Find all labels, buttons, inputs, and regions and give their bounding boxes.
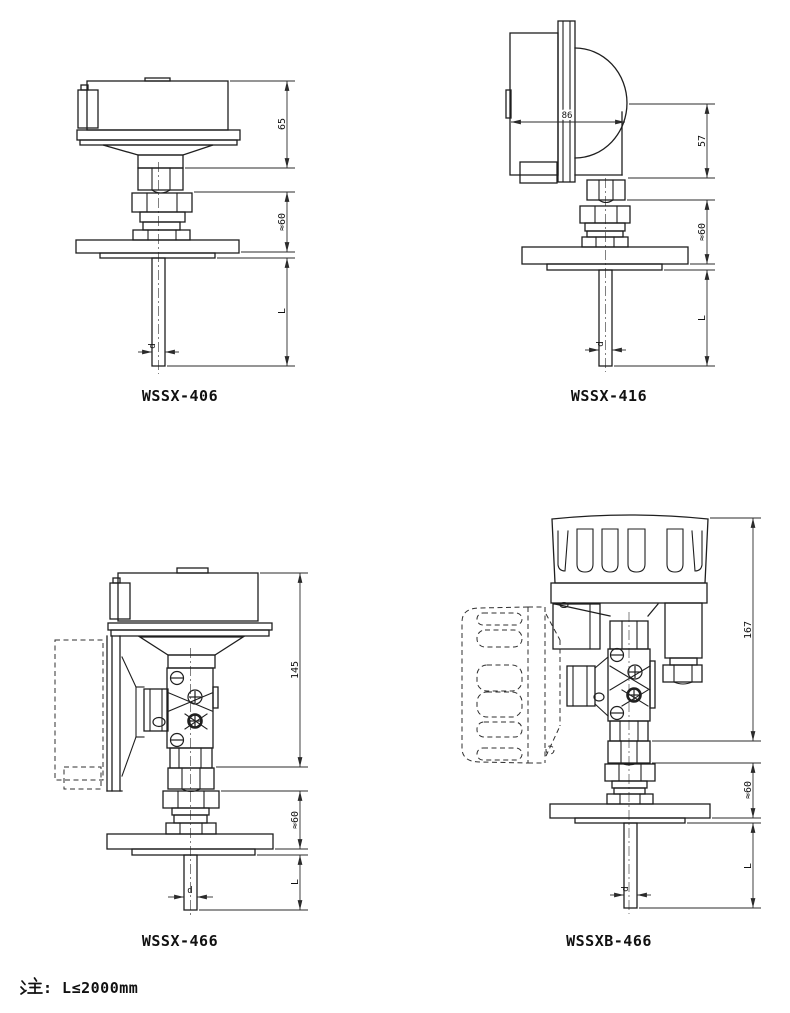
dial-head-side-view: [505, 20, 628, 184]
hex-nut-upper: [586, 179, 626, 201]
mounting-plate: [557, 20, 576, 183]
head-flange: [107, 622, 273, 631]
knurled-cap: [551, 514, 709, 584]
thermowell-flange: [521, 246, 689, 271]
union-nut: [579, 205, 631, 224]
union-nut: [131, 192, 193, 213]
dim-label-d: d: [148, 343, 158, 348]
swivel-joint: [121, 656, 219, 777]
dimensions: 86 57 ≈60 L d: [511, 103, 715, 367]
rotated-dial-hidden-view: [54, 635, 123, 792]
union-fitting: [604, 720, 656, 805]
probe-stem: [598, 269, 613, 367]
head-flange: [76, 129, 241, 141]
model-caption-wssx-406: WSSX-406: [142, 387, 218, 405]
dim-label-86: 86: [562, 111, 573, 121]
lock-nut: [132, 229, 191, 241]
drawing-wssx-406: 65 ≈60 L d WSSX-406: [75, 77, 295, 405]
threaded-neck: [169, 747, 213, 769]
drawing-wssxb-466: 167 ≈60 L d WSSXB-466: [461, 514, 761, 950]
dim-label-167: 167: [743, 621, 754, 639]
dimensions: 167 ≈60 L d: [610, 517, 761, 909]
hidden-terminal-block: [63, 766, 102, 790]
note-text: : L≤2000mm: [43, 979, 138, 997]
side-hex-fitting: [143, 688, 169, 732]
dial-dome: [574, 47, 628, 159]
probe-stem: [183, 854, 198, 911]
thermowell-flange: [549, 803, 711, 824]
model-caption-wssxb-466: WSSXB-466: [566, 932, 652, 950]
union-fitting: [579, 179, 631, 248]
lock-nut: [165, 822, 217, 835]
lock-nut: [606, 793, 654, 805]
dim-label-65: 65: [277, 118, 288, 130]
model-caption-wssx-416: WSSX-416: [571, 387, 647, 405]
rotated-cap-hidden-view: [461, 606, 561, 764]
conduit-hex-nut: [662, 664, 703, 683]
hex-nut-upper: [137, 167, 184, 191]
dim-label-L: L: [290, 879, 301, 885]
note-cjk-char-zhu: [20, 977, 43, 995]
probe-stem: [151, 257, 166, 367]
side-screw-head: [593, 692, 605, 702]
hidden-cap-outline: [461, 606, 529, 764]
dimensions: 65 ≈60 L d: [138, 80, 295, 367]
phillips-screw-upper: [627, 664, 643, 680]
probe-stem: [623, 822, 638, 909]
dim-label-approx60: ≈60: [697, 223, 708, 241]
connection-head: [107, 567, 273, 669]
case-back: [509, 32, 559, 176]
dim-label-d: d: [187, 886, 192, 896]
hex-nut: [607, 740, 651, 764]
dim-label-145: 145: [290, 661, 301, 679]
drawing-wssx-416: 86 57 ≈60 L d WSSX-416: [505, 20, 715, 405]
note-annotation: : L≤2000mm: [20, 977, 138, 997]
dim-label-L: L: [743, 863, 754, 869]
connection-head: [76, 77, 241, 169]
mounting-bracket: [552, 603, 601, 650]
phillips-screw-lower: [187, 713, 203, 729]
dim-label-d: d: [621, 886, 631, 891]
dim-label-L: L: [697, 315, 708, 321]
knurled-cap-head: [550, 514, 709, 650]
hidden-dial-case: [54, 639, 104, 781]
side-hex-fitting: [566, 665, 596, 707]
drawing-wssx-466: 145 ≈60 L d WSSX-466: [54, 567, 308, 950]
dim-label-approx60: ≈60: [743, 781, 754, 799]
union-fitting: [162, 747, 220, 835]
conduit-boss: [664, 602, 703, 659]
dim-label-L: L: [277, 308, 288, 314]
hex-nut: [167, 767, 215, 790]
union-nut: [604, 763, 656, 782]
side-screw-head: [152, 716, 166, 728]
dim-label-approx60: ≈60: [277, 213, 288, 231]
phillips-screw-lower: [626, 687, 642, 703]
thermowell-flange: [106, 833, 274, 856]
neck-taper: [102, 144, 214, 156]
union-nut: [162, 790, 220, 809]
thermowell-flange: [75, 239, 240, 259]
swivel-joint: [566, 620, 656, 722]
conduit-entry: [662, 602, 703, 685]
dim-label-approx60: ≈60: [290, 811, 301, 829]
phillips-screw-upper: [187, 689, 203, 705]
lock-nut: [581, 236, 629, 248]
dim-label-d: d: [596, 341, 606, 346]
dimensions: 145 ≈60 L d: [168, 572, 308, 911]
union-fitting: [131, 167, 193, 241]
model-caption-wssx-466: WSSX-466: [142, 932, 218, 950]
dim-label-57: 57: [697, 135, 708, 147]
neck-taper: [137, 636, 246, 656]
terminal-block: [519, 161, 558, 184]
cap-band: [550, 582, 708, 604]
